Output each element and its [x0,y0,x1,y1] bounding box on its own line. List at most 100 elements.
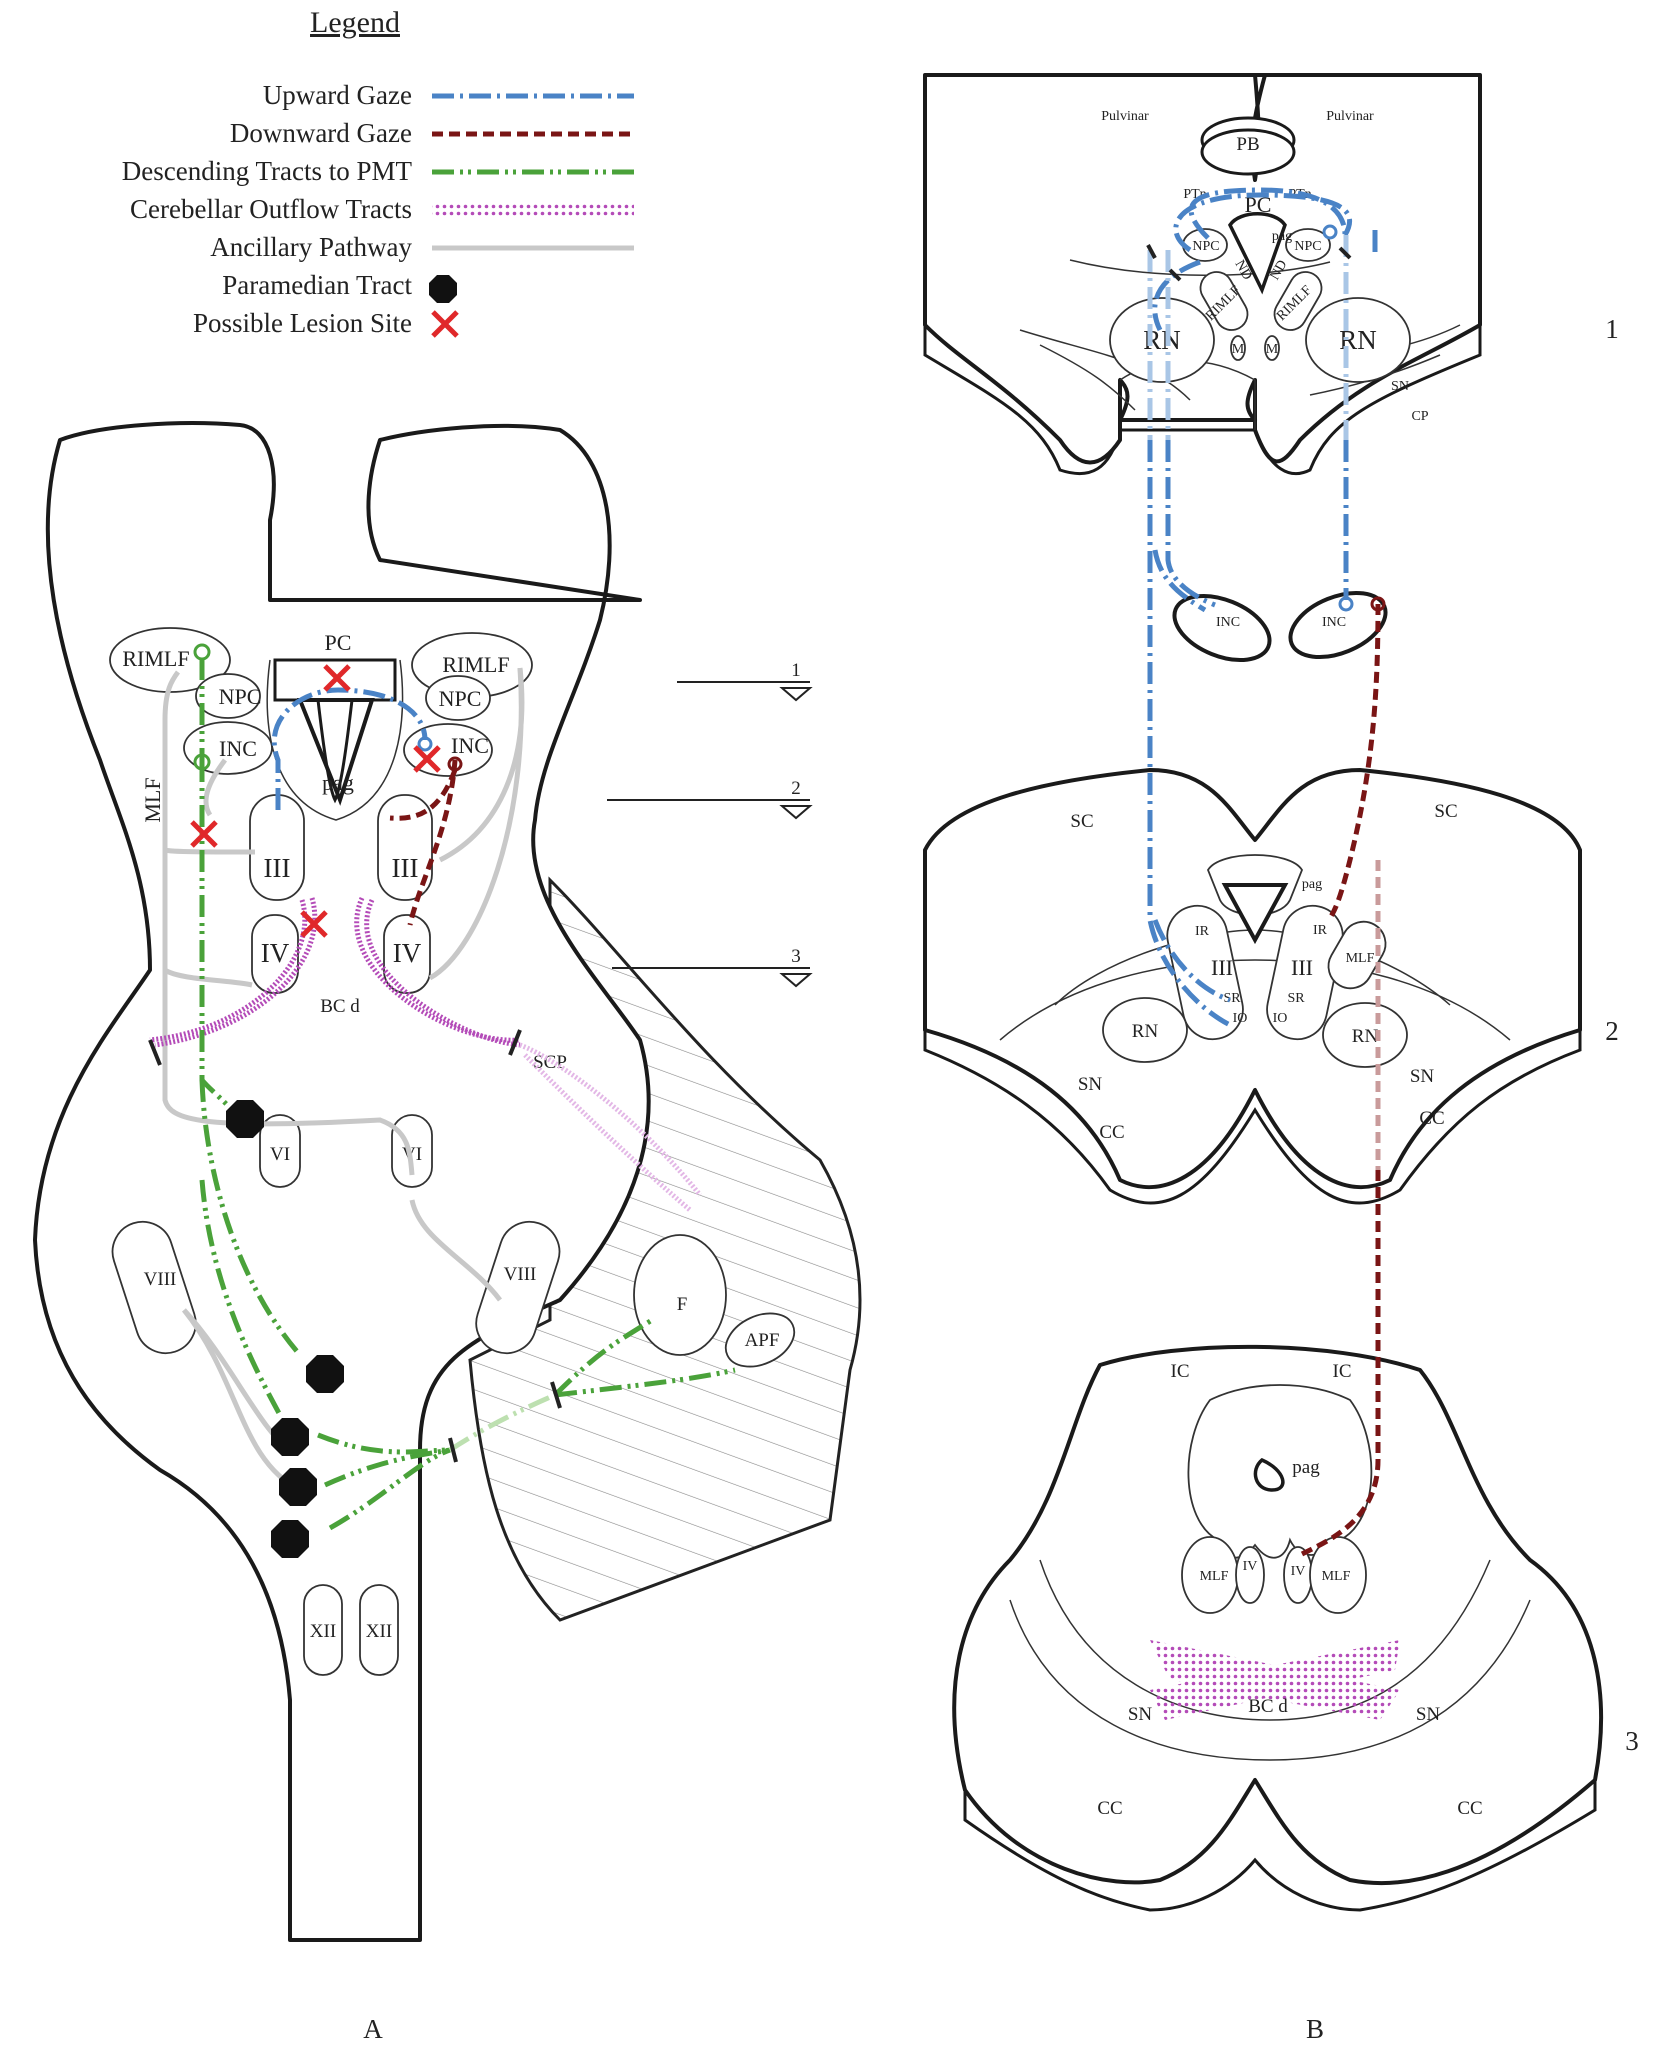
label-ir-left: IR [1195,924,1210,939]
label-iv-right-3: IV [1291,1564,1306,1579]
label-sr-left: SR [1223,991,1241,1006]
section-number-3: 3 [791,946,801,967]
label-pag-b1: pag [1272,229,1292,244]
lesion-x-icon [431,310,459,338]
nucleus-iii-left [249,794,305,901]
legend-label-lesion: Possible Lesion Site [193,308,412,338]
label-npc-right-b: NPC [1294,239,1321,254]
label-viii-right: VIII [504,1264,537,1285]
nucleus-f [633,1234,727,1356]
label-pag-3: pag [1292,1457,1320,1478]
aqueduct-2 [1221,883,1289,945]
descending-tract-origin [193,643,211,661]
rimlf-right-1 [1273,271,1323,331]
section-number-b1: 1 [1605,314,1619,344]
label-iv-left-3: IV [1243,1559,1258,1574]
paramedian-octagon-1 [226,1100,264,1138]
nucleus-apf [724,1312,796,1368]
upward-gaze-terminal-b1 [1322,224,1338,240]
iv-left-3 [1235,1546,1265,1604]
triangle-icon [779,973,813,988]
legend-label-ancillary: Ancillary Pathway [210,232,412,262]
panel-a: RIMLF RIMLF NPC NPC INC INC PC pag MLF I… [33,421,862,2044]
inc-left-b [1172,593,1272,663]
paramedian-octagon-2 [306,1355,344,1393]
label-iii-right: III [392,853,419,883]
section-marker-1: 1 [677,660,813,702]
upward-gaze-terminal-b2 [1338,596,1354,612]
label-rn-left-2: RN [1132,1021,1159,1042]
label-bcd-3: BC d [1248,1696,1288,1717]
label-sn-left-3: SN [1128,1704,1153,1725]
label-rimlf-left: RIMLF [122,646,189,671]
descending-tract-inc [193,753,211,771]
label-pc: PC [325,630,352,655]
paramedian-octagon-5 [271,1520,309,1558]
aqueduct-shape [297,698,375,806]
section-1-slice: Pulvinar Pulvinar PB PTn PTn PC NPC NPC … [923,73,1619,476]
downward-gaze-terminal-b [1370,596,1386,612]
legend-label-downward-gaze: Downward Gaze [230,118,412,148]
triangle-icon [779,687,813,702]
paramedian-octagon-3 [271,1418,309,1456]
scp-tick-left [148,1039,162,1066]
legend-label-descending-tracts: Descending Tracts to PMT [122,156,413,186]
label-ic-right: IC [1333,1361,1352,1382]
label-pulvinar-right: Pulvinar [1326,109,1374,124]
paramedian-octagon-icon [429,275,457,303]
panel-b-caption: B [1306,2014,1324,2044]
label-iv-left: IV [261,938,290,968]
cerebellum-tick [550,1381,562,1409]
label-rimlf-right: RIMLF [442,652,509,677]
rimlf-left-1 [1199,271,1249,331]
label-pag: pag [322,770,354,795]
label-bcd-a: BC d [320,996,360,1017]
label-vi-left: VI [270,1144,290,1165]
upward-gaze-pathways-b [1147,187,1378,1028]
label-npc-left-b: NPC [1192,239,1219,254]
label-sn-right-3: SN [1416,1704,1441,1725]
section-number-1: 1 [791,660,801,681]
nucleus-xii-left [303,1584,343,1676]
label-ic-left: IC [1171,1361,1190,1382]
rn-right-2 [1322,1002,1408,1068]
legend-title: Legend [310,6,400,39]
label-inc-right: INC [451,733,489,758]
label-viii-left: VIII [144,1269,177,1290]
lesion-x-icon [190,664,441,938]
downward-gaze-terminal [447,756,463,772]
rn-left-1 [1109,297,1215,383]
triangle-icon [779,805,813,820]
panel-a-caption: A [363,2014,383,2044]
label-inc-right-b: INC [1322,615,1346,630]
label-pag-2: pag [1302,877,1322,892]
downward-gaze-pathways-b [1298,603,1381,1558]
label-pb: PB [1236,134,1259,155]
label-npc-right: NPC [439,686,482,711]
legend-label-cerebellar-outflow: Cerebellar Outflow Tracts [130,194,412,224]
label-npc-left: NPC [219,684,262,709]
section-number-b3: 3 [1625,1726,1639,1756]
nucleus-xii-right [359,1584,399,1676]
bcd-decussation-3 [1150,1640,1400,1720]
upward-gaze-path-a [271,687,428,810]
label-cp-1: CP [1411,409,1428,424]
section-number-b2: 2 [1605,1016,1619,1046]
section-marker-3: 3 [612,946,813,988]
label-sc-right: SC [1434,801,1457,822]
label-mlf: MLF [140,777,165,822]
nucleus-iii-right [377,794,433,901]
ancillary-pathways-a [162,667,525,1493]
legend: Legend Upward Gaze Downward Gaze Descend… [122,6,634,338]
label-mlf-right-3: MLF [1322,1569,1351,1584]
nucleus-vi-left [259,1114,301,1188]
label-mlf-left-3: MLF [1200,1569,1229,1584]
npc-right-1 [1285,228,1331,262]
label-xii-left: XII [310,1621,336,1642]
label-cc-left-2: CC [1099,1122,1124,1143]
scp-tick-right [508,1029,522,1056]
label-apf: APF [745,1330,780,1351]
nucleus-inc-left [183,721,273,775]
paramedian-octagon-4 [279,1468,317,1506]
